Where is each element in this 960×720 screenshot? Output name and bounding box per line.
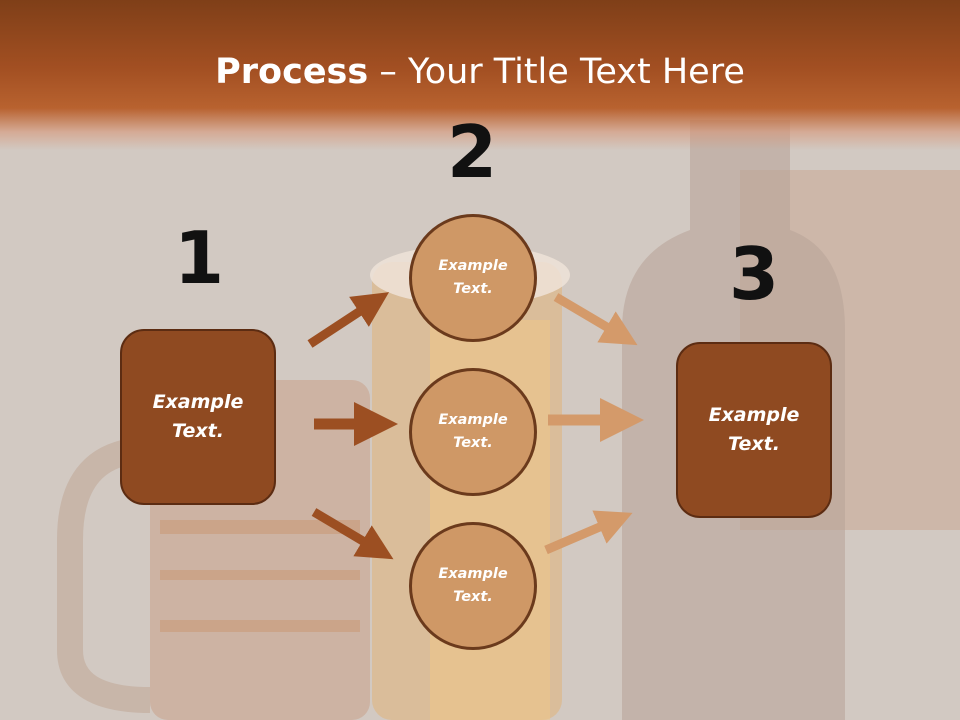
slide-title: Process – Your Title Text Here (0, 52, 960, 92)
arrow-1-to-top (307, 292, 390, 348)
step-1-box: Example Text. (120, 329, 276, 505)
circle-bottom-text: Example Text. (438, 566, 508, 605)
title-bold: Process (215, 52, 369, 92)
step-number-3: 3 (728, 232, 780, 316)
title-rest: – Your Title Text Here (368, 52, 745, 92)
step-number-2: 2 (446, 110, 498, 194)
arrow-bottom-to-3 (544, 510, 633, 555)
step-1-text: Example Text. (152, 391, 244, 442)
arrow-top-to-3 (553, 293, 638, 346)
step-number-1: 1 (173, 216, 225, 300)
step-3-box: Example Text. (676, 342, 832, 518)
circle-top-text: Example Text. (438, 258, 508, 297)
circle-middle-text: Example Text. (438, 412, 508, 451)
title-bar (0, 0, 960, 150)
process-circle-bottom: Example Text. (409, 522, 537, 650)
arrow-1-to-bottom (311, 508, 394, 560)
step-3-text: Example Text. (708, 404, 800, 455)
process-circle-middle: Example Text. (409, 368, 537, 496)
process-circle-top: Example Text. (409, 214, 537, 342)
